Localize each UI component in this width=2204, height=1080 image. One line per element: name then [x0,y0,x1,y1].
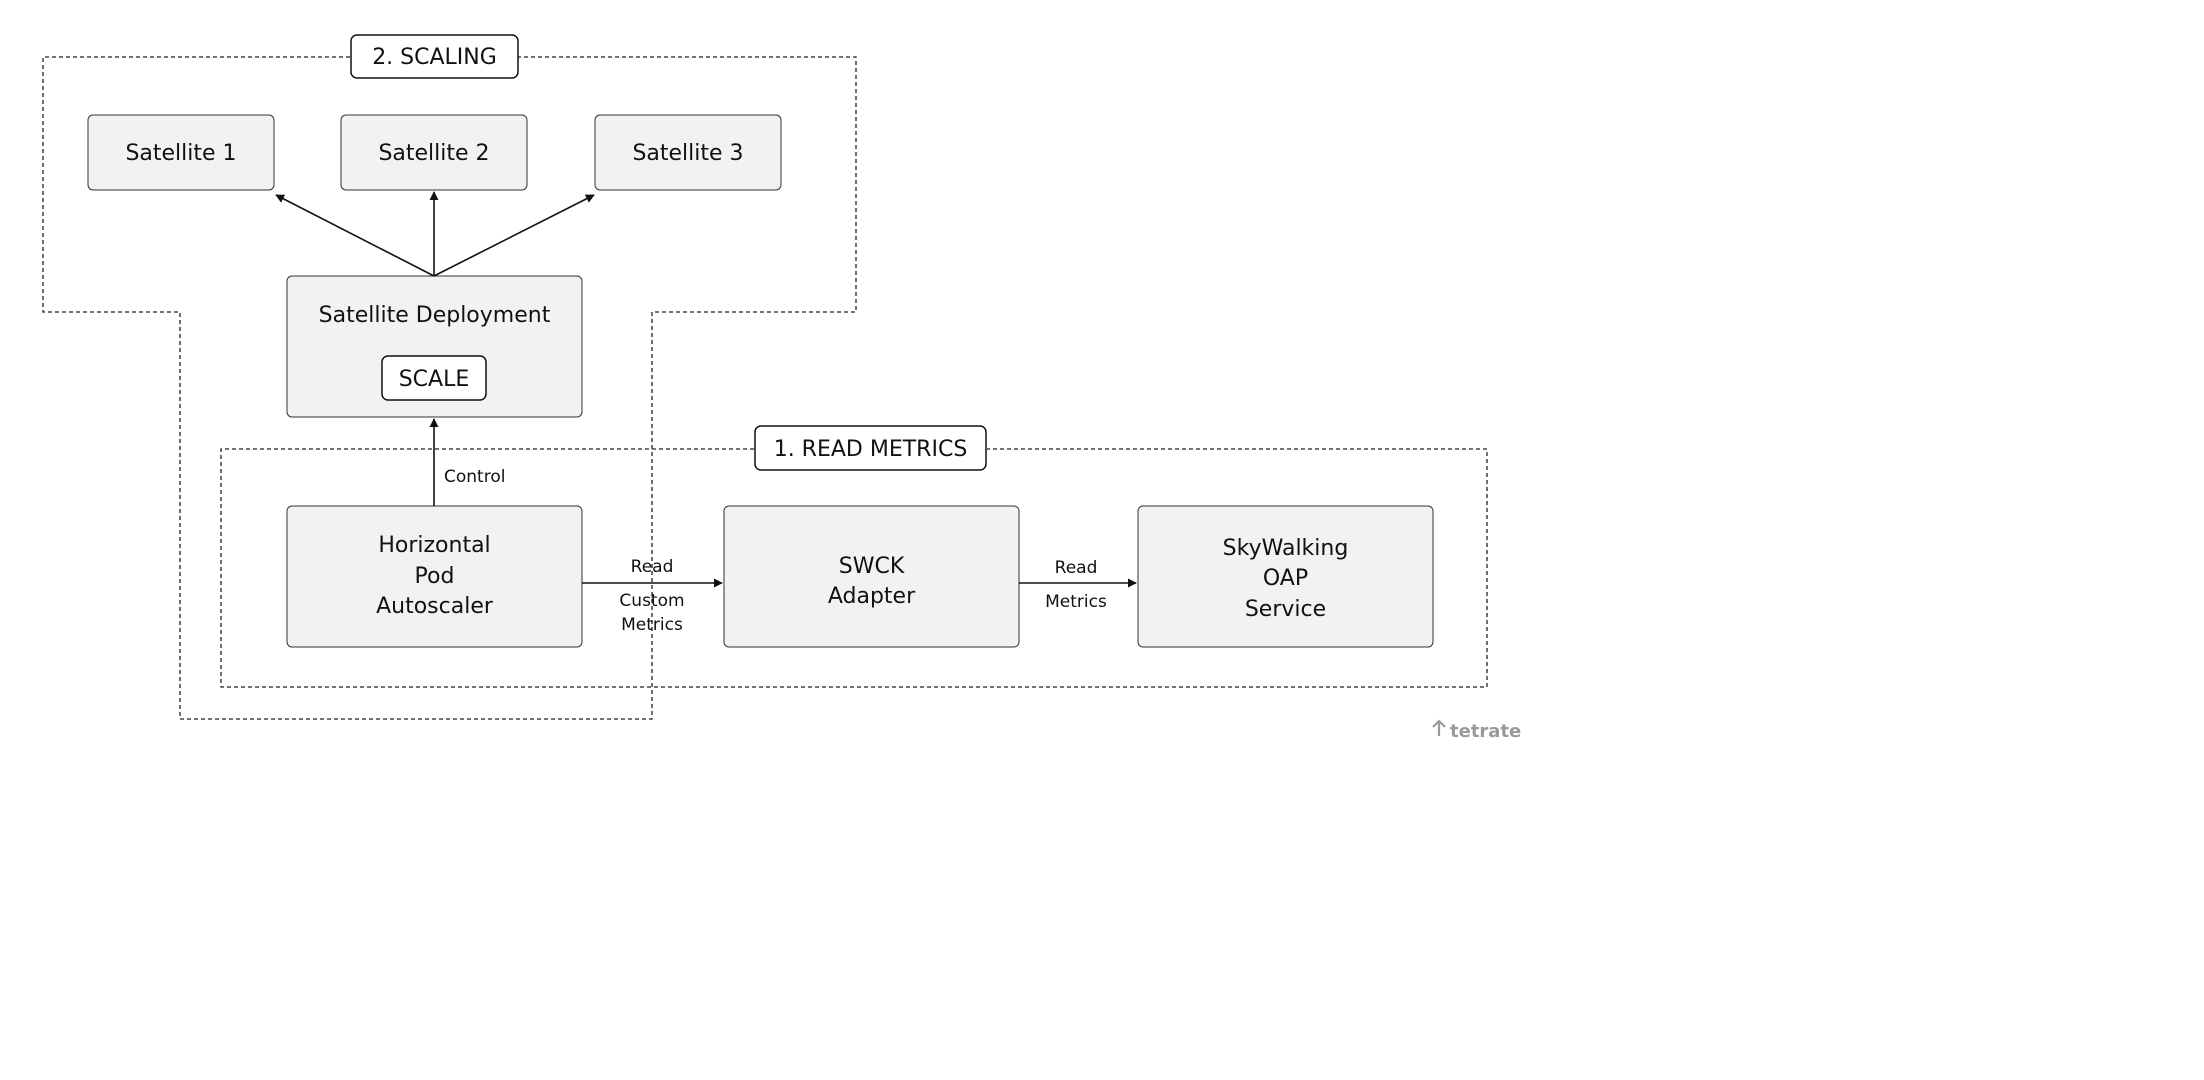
satellite-3-node: Satellite 3 [594,114,782,191]
swck-label-line-2: Adapter [828,584,916,609]
edge-read-custom-line-2: Custom [619,591,684,611]
scaling-region-label: 2. SCALING [350,34,519,79]
edge-read-metrics-line-1: Read [1055,558,1098,578]
read-metrics-region-label-text: 1. READ METRICS [774,437,968,462]
tetrate-logo-icon [1432,719,1446,736]
scaling-region-label-text: 2. SCALING [372,45,497,70]
edge-control-label: Control [444,467,505,487]
satellite-deployment-node: Satellite Deployment SCALE [286,275,583,418]
satellite-3-label: Satellite 3 [632,141,743,166]
hpa-node: Horizontal Pod Autoscaler [286,505,583,648]
hpa-label-line-2: Pod [415,564,455,589]
satellite-1-node: Satellite 1 [87,114,275,191]
satellite-1-label: Satellite 1 [125,141,236,166]
satellite-deployment-label: Satellite Deployment [319,303,551,328]
scale-badge-text: SCALE [399,367,470,392]
skywalking-oap-node: SkyWalking OAP Service [1137,505,1434,648]
swck-label-line-1: SWCK [839,554,905,579]
scale-badge [381,355,487,401]
edge-deployment-to-satellite-1 [275,194,435,277]
architecture-diagram: 2. SCALING 1. READ METRICS Satellite 1 S… [42,34,1521,742]
oap-label-line-1: SkyWalking [1223,536,1349,561]
satellite-2-node: Satellite 2 [340,114,528,191]
scaling-region [42,56,857,720]
oap-label-line-2: OAP [1263,566,1308,591]
read-metrics-region-label: 1. READ METRICS [754,425,987,471]
hpa-label-line-3: Autoscaler [376,594,494,619]
edge-deployment-to-satellite-3 [433,194,595,277]
tetrate-logo: tetrate [1432,719,1521,742]
oap-label-line-3: Service [1245,597,1326,622]
hpa-label-line-1: Horizontal [378,533,490,558]
satellite-2-label: Satellite 2 [378,141,489,166]
edge-read-custom-line-1: Read [631,557,674,577]
read-metrics-region [220,448,1488,688]
tetrate-logo-text: tetrate [1450,721,1521,742]
edge-read-metrics-line-2: Metrics [1045,592,1107,612]
swck-adapter-node: SWCK Adapter [723,505,1020,648]
edge-read-custom-line-3: Metrics [621,615,683,635]
